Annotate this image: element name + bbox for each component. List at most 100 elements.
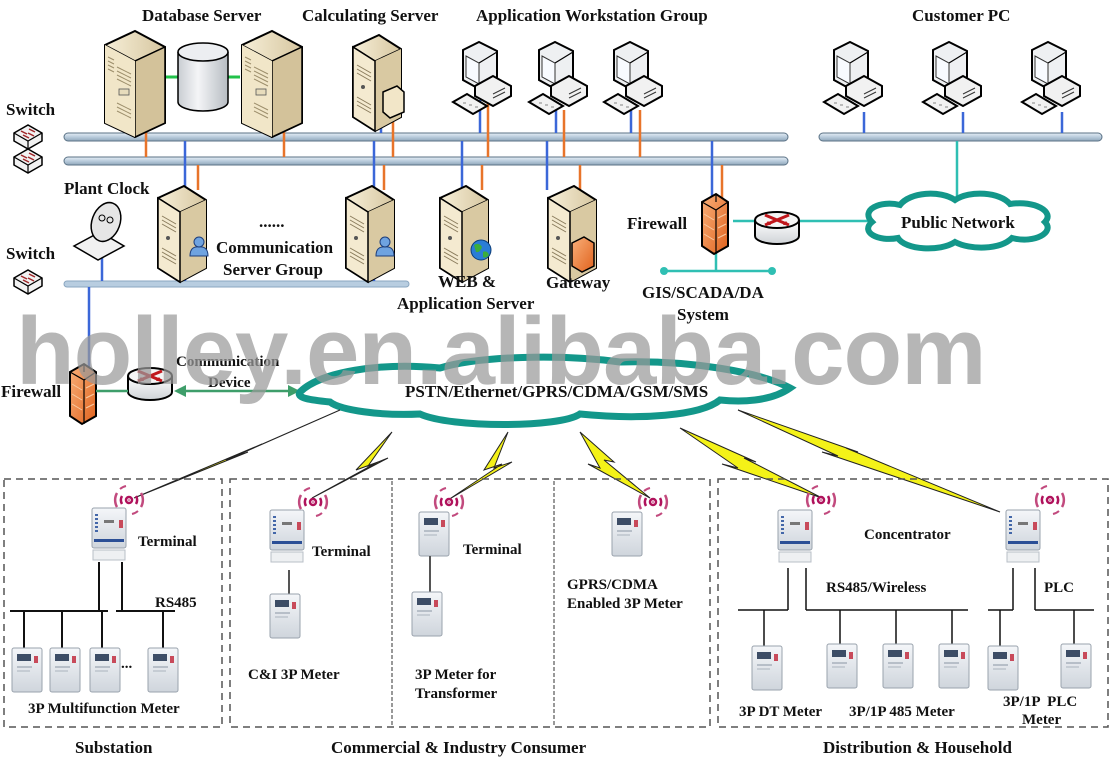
label-3p-dt-meter: 3P DT Meter <box>739 704 822 720</box>
database-storage-icon <box>177 42 229 112</box>
label-ellipsis: ...... <box>259 212 285 231</box>
label-comm-device-2: Device <box>208 375 251 391</box>
label-firewall-left: Firewall <box>1 382 61 401</box>
plc-meter-icon <box>987 645 1019 691</box>
label-switch-top: Switch <box>6 100 56 119</box>
lightning-bolt <box>311 431 393 499</box>
label-ci-terminal: Terminal <box>312 544 371 560</box>
gateway-icon <box>547 185 597 283</box>
web-app-server-icon <box>439 185 492 283</box>
lightning-bolt <box>737 409 1001 513</box>
label-plc-meter-1: 3P/1P PLC <box>1003 694 1077 710</box>
multifunction-meter-icon <box>11 647 43 693</box>
485-meter-icon <box>882 643 914 689</box>
label-gateway: Gateway <box>546 273 611 292</box>
lightning-bolt <box>447 431 513 501</box>
label-public-network: Public Network <box>901 213 1015 232</box>
lightning-bolt <box>133 409 341 499</box>
label-gprs-meter-1: GPRS/CDMA <box>567 577 658 593</box>
label-rs485-wireless: RS485/Wireless <box>826 580 926 596</box>
label-transformer-terminal: Terminal <box>463 542 522 558</box>
label-gis-scada-2: System <box>677 305 729 324</box>
gprs-meter-icon <box>611 511 643 557</box>
teal-links <box>664 141 959 273</box>
label-transformer-meter-1: 3P Meter for <box>415 667 497 683</box>
label-plc-meter-2: Meter <box>1022 712 1061 728</box>
gis-node-right <box>768 267 776 275</box>
label-transformer-meter-2: Transformer <box>415 686 498 702</box>
section-title-distribution: Distribution & Household <box>823 738 1012 757</box>
label-substation-ellipsis: ... <box>121 656 133 672</box>
wireless-links <box>133 409 1001 513</box>
plc-meter-icon <box>1060 643 1092 689</box>
commercial-dividers <box>391 481 555 727</box>
database-server-1-icon <box>104 30 166 138</box>
customer-pc-1-icon <box>823 41 883 115</box>
label-calculating-server: Calculating Server <box>302 6 439 25</box>
concentrator-2-icon <box>1005 509 1041 563</box>
label-3p-multifunction-meter: 3P Multifunction Meter <box>28 701 180 717</box>
gis-node-left <box>660 267 668 275</box>
backbone-bus-1 <box>63 132 789 142</box>
label-web-app-server-1: WEB & <box>438 272 496 291</box>
plant-clock-icon <box>72 201 126 261</box>
distribution-bus-lines <box>738 568 1094 648</box>
workstation-pc-2-icon <box>528 41 588 115</box>
label-comm-server-group-2: Server Group <box>223 260 323 279</box>
backbone-bus-2 <box>63 156 789 166</box>
commercial-box <box>229 478 711 728</box>
label-customer-pc: Customer PC <box>912 6 1010 25</box>
firewall-right-icon <box>701 193 729 255</box>
485-meter-icon <box>826 643 858 689</box>
workstation-pc-1-icon <box>452 41 512 115</box>
database-server-2-icon <box>241 30 303 138</box>
orange-links <box>144 100 724 202</box>
customer-pc-2-icon <box>922 41 982 115</box>
watermark: holley.en.alibaba.com <box>16 298 986 405</box>
multifunction-meter-icon <box>89 647 121 693</box>
public-network-cloud <box>865 190 1051 252</box>
label-comm-server-group-1: Communication <box>216 238 334 257</box>
label-switch-mid: Switch <box>6 244 56 263</box>
dt-meter-icon <box>751 645 783 691</box>
label-ci-3p-meter: C&I 3P Meter <box>248 667 340 683</box>
multifunction-meter-icon <box>49 647 81 693</box>
concentrator-1-icon <box>777 509 813 563</box>
lightning-bolt <box>579 431 651 499</box>
label-plant-clock: Plant Clock <box>64 179 150 198</box>
transformer-meter-icon <box>411 591 443 637</box>
commercial-terminal-icon <box>269 509 305 563</box>
label-database-server: Database Server <box>142 6 262 25</box>
distribution-box <box>717 478 1109 728</box>
label-gprs-meter-2: Enabled 3P Meter <box>567 596 683 612</box>
label-comm-device-1: Communication <box>176 354 280 370</box>
ci-3p-meter-icon <box>269 593 301 639</box>
switch-mid-icon <box>13 269 43 295</box>
comm-server-bus <box>63 280 410 288</box>
rs485-bus-lines <box>10 562 175 650</box>
label-rs485: RS485 <box>155 595 197 611</box>
switch-top-1-icon <box>13 124 43 150</box>
label-3p1p-485-meter: 3P/1P 485 Meter <box>849 704 955 720</box>
router-right-icon <box>753 210 801 246</box>
customer-bus <box>818 132 1103 142</box>
substation-terminal-icon <box>91 507 127 561</box>
switch-top-2-icon <box>13 148 43 174</box>
label-wan-cloud: PSTN/Ethernet/GPRS/CDMA/GSM/SMS <box>405 382 708 401</box>
label-web-app-server-2: Application Server <box>397 294 535 313</box>
transformer-terminal-icon <box>418 511 450 557</box>
antenna-icon <box>1034 484 1066 516</box>
section-title-substation: Substation <box>75 738 153 757</box>
customer-pc-3-icon <box>1021 41 1081 115</box>
label-firewall-right: Firewall <box>627 214 687 233</box>
comm-server-2-icon <box>345 185 395 283</box>
label-app-workstation-group: Application Workstation Group <box>476 6 708 25</box>
label-gis-scada-1: GIS/SCADA/DA <box>642 283 765 302</box>
comm-server-1-icon <box>157 185 209 283</box>
485-meter-icon <box>938 643 970 689</box>
substation-box <box>3 478 223 728</box>
workstation-pc-3-icon <box>603 41 663 115</box>
wan-link <box>96 385 300 397</box>
calculating-server-icon <box>352 34 405 132</box>
